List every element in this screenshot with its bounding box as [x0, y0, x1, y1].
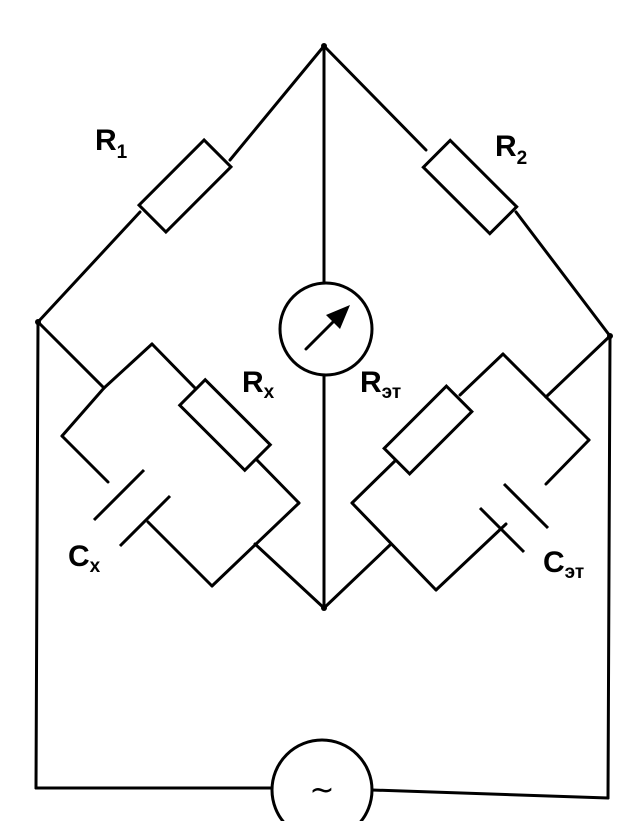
junction-nodes: [35, 43, 613, 611]
meter-branch: [278, 44, 374, 610]
resistor-r2-branch: [322, 44, 612, 338]
supply-loop: ~: [34, 320, 612, 821]
galvanometer-icon: [278, 281, 374, 377]
resistor-ret: [382, 384, 474, 476]
resistor-rx: [177, 377, 273, 473]
capacitor-cx: [92, 468, 172, 548]
label-r2: R2: [495, 130, 527, 169]
label-cx: Cx: [68, 540, 101, 577]
resistor-r1-branch: [36, 44, 326, 324]
capacitor-cet: [478, 482, 550, 554]
source-symbol: ~: [309, 773, 334, 808]
standard-impedance-group: [322, 334, 612, 610]
label-ret: Rэт: [360, 366, 401, 403]
resistor-r2: [421, 138, 519, 236]
label-rx: Rx: [242, 366, 275, 403]
label-cet: Cэт: [543, 546, 584, 583]
resistor-r1: [136, 137, 234, 235]
label-r1: R1: [95, 124, 128, 163]
unknown-impedance-group: [36, 320, 326, 610]
ac-source-icon: ~: [270, 738, 374, 821]
